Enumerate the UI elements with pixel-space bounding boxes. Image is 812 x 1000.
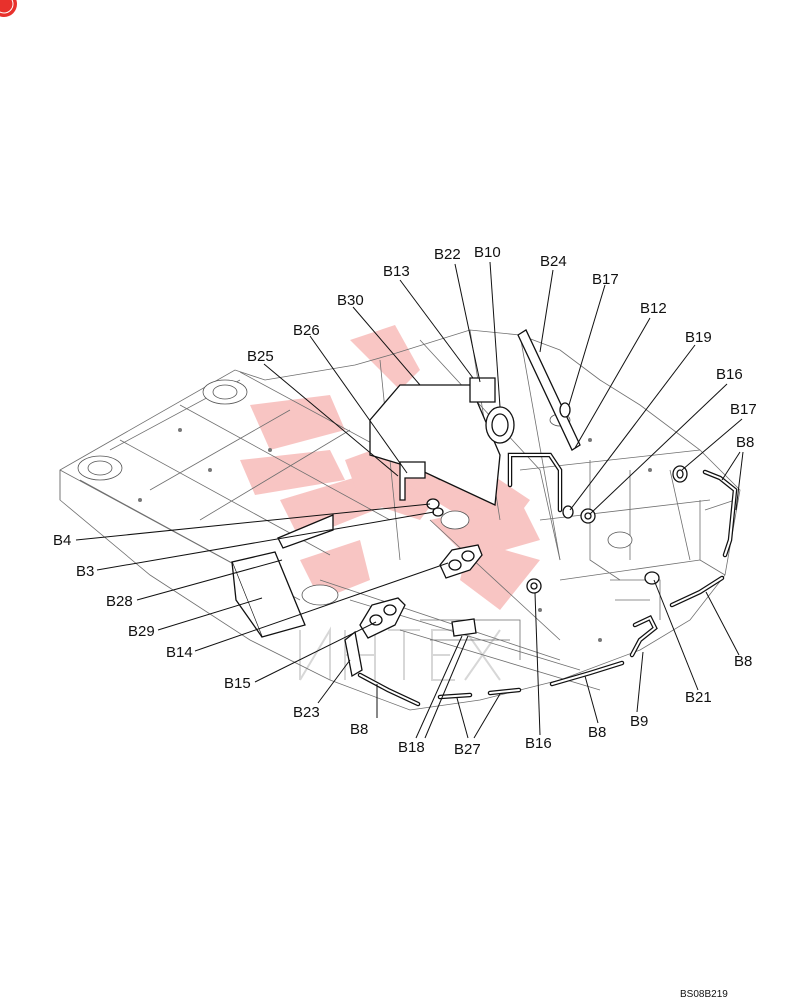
part-block-b22 bbox=[469, 377, 496, 403]
part-plate-b30 bbox=[369, 384, 501, 506]
leader-lines bbox=[75, 261, 744, 739]
label-b21: B21 bbox=[685, 689, 712, 706]
part-pipe-b12 bbox=[507, 452, 563, 513]
label-b14: B14 bbox=[166, 644, 193, 661]
label-b24: B24 bbox=[540, 253, 567, 270]
label-b8-top-right: B8 bbox=[736, 434, 754, 451]
part-pad-b18 bbox=[451, 618, 477, 637]
watermark-text bbox=[299, 626, 501, 681]
label-b29: B29 bbox=[128, 623, 155, 640]
part-clip-b21 bbox=[644, 571, 660, 585]
part-grommet-b17-top bbox=[559, 402, 571, 418]
label-b13: B13 bbox=[383, 263, 410, 280]
part-seal-b9 bbox=[629, 615, 658, 658]
part-panel-b28 bbox=[277, 514, 334, 549]
label-b17-right: B17 bbox=[730, 401, 757, 418]
part-ring-b10 bbox=[485, 406, 515, 444]
callout-labels: B22 B10 B24 B13 B17 B30 B12 B26 B19 B25 … bbox=[53, 244, 757, 758]
label-b8-left: B8 bbox=[350, 721, 368, 738]
label-b26: B26 bbox=[293, 322, 320, 339]
label-b16-bottom: B16 bbox=[525, 735, 552, 752]
part-seal-b8-right bbox=[669, 575, 725, 608]
label-b22: B22 bbox=[434, 246, 461, 263]
label-b17-top: B17 bbox=[592, 271, 619, 288]
label-b9: B9 bbox=[630, 713, 648, 730]
label-b30: B30 bbox=[337, 292, 364, 309]
corner-badge bbox=[0, 0, 17, 17]
part-seal-b8-bottom bbox=[549, 660, 625, 687]
label-b4: B4 bbox=[53, 532, 71, 549]
part-cover-b14 bbox=[439, 544, 483, 579]
drawing-code: BS08B219 bbox=[680, 989, 728, 1000]
part-seal-b8-top-right bbox=[702, 469, 738, 558]
label-b25: B25 bbox=[247, 348, 274, 365]
label-b12: B12 bbox=[640, 300, 667, 317]
part-panel-b29 bbox=[231, 551, 306, 638]
label-b3: B3 bbox=[76, 563, 94, 580]
part-strip-b24 bbox=[517, 329, 581, 451]
part-cover-b15 bbox=[359, 597, 406, 639]
label-b16-right: B16 bbox=[716, 366, 743, 383]
part-seal-b8-left bbox=[357, 672, 421, 707]
label-b10: B10 bbox=[474, 244, 501, 261]
label-b19: B19 bbox=[685, 329, 712, 346]
label-b18: B18 bbox=[398, 739, 425, 756]
label-b15: B15 bbox=[224, 675, 251, 692]
base-frame bbox=[59, 329, 741, 711]
part-bracket-b23 bbox=[344, 630, 363, 678]
part-grommet-b17-right bbox=[672, 465, 688, 483]
label-b23: B23 bbox=[293, 704, 320, 721]
part-grommet-b16-bottom bbox=[526, 578, 542, 594]
label-b8-bottom: B8 bbox=[588, 724, 606, 741]
label-b8-right: B8 bbox=[734, 653, 752, 670]
part-strips-b27 bbox=[437, 687, 522, 700]
label-b27: B27 bbox=[454, 741, 481, 758]
part-bolt-b3 bbox=[432, 507, 444, 517]
label-b28: B28 bbox=[106, 593, 133, 610]
